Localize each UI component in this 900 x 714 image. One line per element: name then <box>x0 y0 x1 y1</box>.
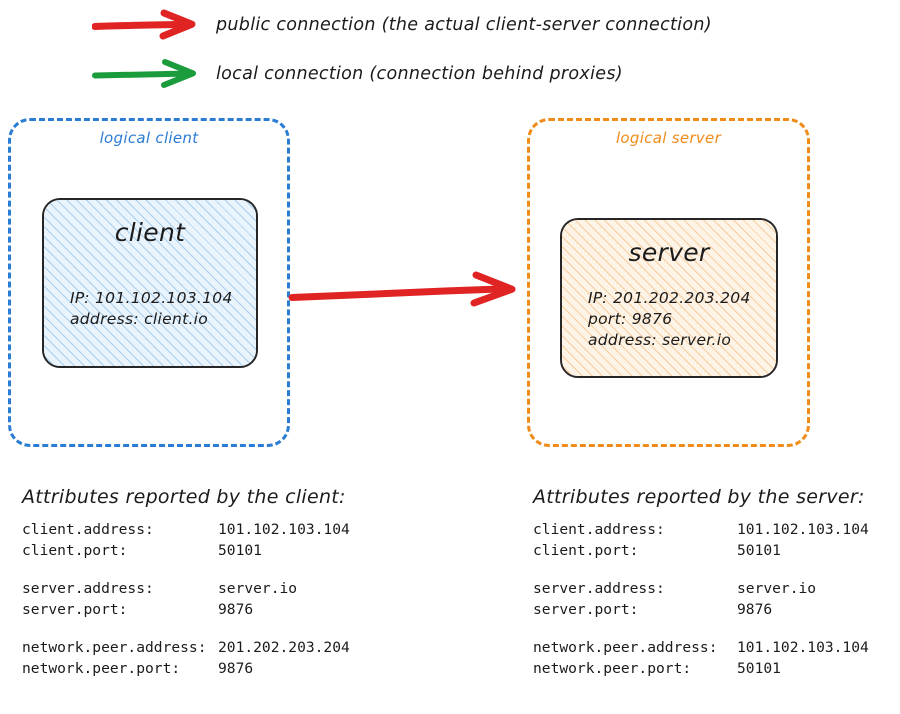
attribute-value: 50101 <box>737 660 781 677</box>
server-attribute-group: network.peer.address: 101.102.103.104 ne… <box>533 637 869 679</box>
attribute-value: 50101 <box>737 542 781 559</box>
attribute-value: server.io <box>218 580 298 597</box>
logical-server-title: logical server <box>615 129 722 147</box>
attribute-value: 101.102.103.104 <box>737 639 869 656</box>
legend-label-local: local connection (connection behind prox… <box>216 64 623 84</box>
server-attribute-group: client.address: 101.102.103.104 client.p… <box>533 519 869 561</box>
client-node-line-address: address: client.io <box>70 310 209 328</box>
server-attribute-group: server.address: server.io server.port: 9… <box>533 578 869 620</box>
attribute-key: network.peer.address: <box>22 639 207 656</box>
client-attributes-heading: Attributes reported by the client: <box>22 486 346 508</box>
attribute-value: 201.202.203.204 <box>218 639 350 656</box>
attribute-key: server.address: <box>533 580 665 597</box>
attribute-value: 50101 <box>218 542 262 559</box>
attribute-key: client.address: <box>533 521 665 538</box>
server-attributes-heading: Attributes reported by the server: <box>533 486 865 508</box>
attribute-key: network.peer.port: <box>533 660 692 677</box>
attribute-row: network.peer.port: 9876 <box>22 658 350 679</box>
attribute-key: client.address: <box>22 521 154 538</box>
attribute-row: network.peer.address: 201.202.203.204 <box>22 637 350 658</box>
attribute-value: 101.102.103.104 <box>737 521 869 538</box>
attribute-row: client.address: 101.102.103.104 <box>533 519 869 540</box>
attribute-row: network.peer.port: 50101 <box>533 658 869 679</box>
server-node-hatch-fill <box>562 220 776 376</box>
attribute-key: server.port: <box>533 601 639 618</box>
logical-client-title: logical client <box>99 129 199 147</box>
server-attributes-panel: Attributes reported by the server: clien… <box>533 486 869 696</box>
attribute-value: server.io <box>737 580 817 597</box>
server-node-line-ip: IP: 201.202.203.204 <box>588 289 751 307</box>
attribute-row: client.address: 101.102.103.104 <box>22 519 350 540</box>
attribute-key: network.peer.address: <box>533 639 718 656</box>
server-node[interactable]: server IP: 201.202.203.204 port: 9876 ad… <box>560 218 778 378</box>
public-connection-arrow-icon <box>288 265 526 325</box>
attribute-row: client.port: 50101 <box>533 540 869 561</box>
attribute-row: server.address: server.io <box>22 578 350 599</box>
attribute-value: 9876 <box>737 601 773 618</box>
attribute-value: 9876 <box>218 601 254 618</box>
attribute-key: server.address: <box>22 580 154 597</box>
legend-item-local: local connection (connection behind prox… <box>92 57 623 91</box>
green-arrow-right-icon <box>92 57 204 91</box>
attribute-value: 9876 <box>218 660 254 677</box>
attribute-row: server.port: 9876 <box>533 599 869 620</box>
attribute-key: client.port: <box>533 542 639 559</box>
client-attribute-group: client.address: 101.102.103.104 client.p… <box>22 519 350 561</box>
attribute-row: client.port: 50101 <box>22 540 350 561</box>
attribute-key: client.port: <box>22 542 128 559</box>
client-attributes-panel: Attributes reported by the client: clien… <box>22 486 350 696</box>
attribute-value: 101.102.103.104 <box>218 521 350 538</box>
attribute-row: server.address: server.io <box>533 578 869 599</box>
attribute-key: network.peer.port: <box>22 660 181 677</box>
client-node-title: client <box>114 218 186 247</box>
attribute-key: server.port: <box>22 601 128 618</box>
server-node-details: IP: 201.202.203.204 port: 9876 address: … <box>588 288 751 351</box>
client-node[interactable]: client IP: 101.102.103.104 address: clie… <box>42 198 258 368</box>
client-node-details: IP: 101.102.103.104 address: client.io <box>70 288 233 330</box>
server-node-line-address: address: server.io <box>588 331 732 349</box>
logical-client-container: logical client <box>8 118 290 447</box>
red-arrow-right-icon <box>91 8 204 42</box>
server-node-title: server <box>628 238 710 267</box>
client-attribute-group: server.address: server.io server.port: 9… <box>22 578 350 620</box>
logical-server-container: logical server <box>527 118 810 447</box>
legend-label-public: public connection (the actual client-ser… <box>216 15 712 35</box>
attribute-row: network.peer.address: 101.102.103.104 <box>533 637 869 658</box>
attribute-row: server.port: 9876 <box>22 599 350 620</box>
client-node-hatch-fill <box>44 200 256 366</box>
client-node-line-ip: IP: 101.102.103.104 <box>70 289 233 307</box>
client-attribute-group: network.peer.address: 201.202.203.204 ne… <box>22 637 350 679</box>
legend-item-public: public connection (the actual client-ser… <box>91 8 712 42</box>
server-node-line-port: port: 9876 <box>588 310 673 328</box>
